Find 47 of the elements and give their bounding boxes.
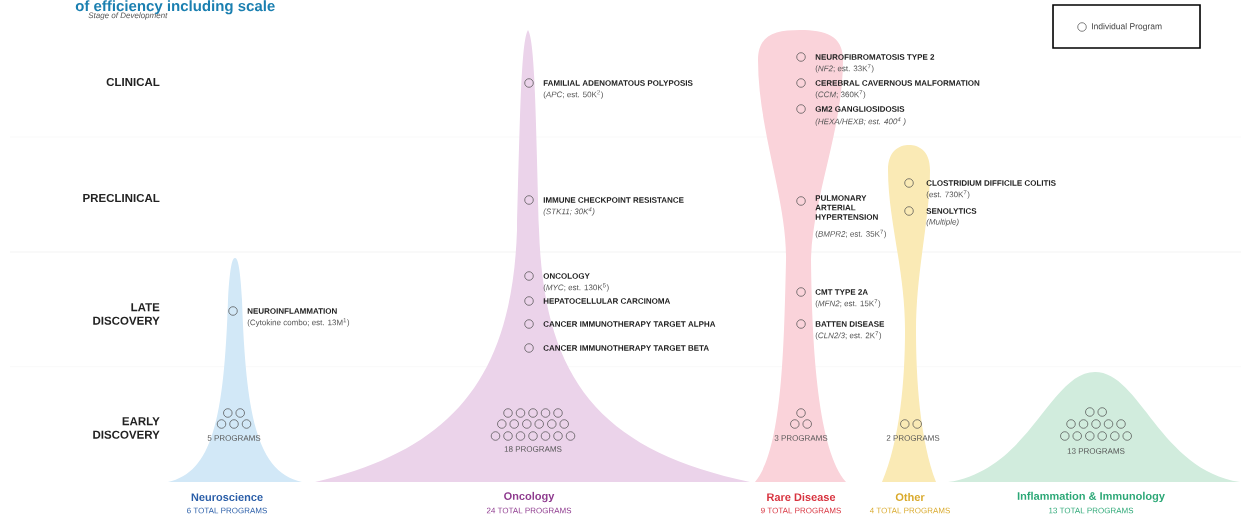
program-name: CEREBRAL CAVERNOUS MALFORMATION	[815, 80, 980, 86]
program-name: ONCOLOGY	[543, 273, 590, 279]
program-name: GM2 GANGLIOSIDOSIS	[815, 106, 905, 112]
program-count: 2 PROGRAMS	[886, 435, 940, 441]
program-note: (CLN2/3; est. 2K$^{7}$)	[815, 331, 882, 340]
stage-label: PRECLINICAL	[83, 193, 160, 203]
program-name: SENOLYTICS	[926, 208, 977, 214]
area-label: Neuroscience	[191, 492, 263, 502]
program-count: 3 PROGRAMS	[774, 435, 828, 441]
area-label: Oncology	[504, 491, 555, 503]
program-note: (MYC; est. 130K$^{5}$)	[543, 283, 609, 292]
program-name: NEUROFIBROMATOSIS TYPE 2	[815, 54, 935, 60]
program-name: HEPATOCELLULAR CARCINOMA	[543, 298, 671, 304]
program-name: BATTEN DISEASE	[815, 321, 885, 327]
program-count: 5 PROGRAMS	[207, 435, 261, 441]
program-total: 6 TOTAL PROGRAMS	[187, 507, 267, 514]
program-note: (BMPR2; est. 35K$^{7}$)	[815, 229, 886, 239]
program-name: CLOSTRIDIUM DIFFICILE COLITIS	[926, 180, 1056, 186]
program-name: CANCER IMMUNOTHERAPY TARGET ALPHA	[543, 321, 716, 327]
program-count: 18 PROGRAMS	[504, 446, 562, 452]
stage-label: EARLY DISCOVERY	[93, 417, 160, 439]
program-name: FAMILIAL ADENOMATOUS POLYPOSIS	[543, 80, 693, 86]
program-note: (APC; est. 50K$^{2}$)	[543, 90, 603, 99]
program-note: (STK11; 30K$^{4}$)	[543, 207, 595, 216]
program-note: (MFN2; est. 15K$^{7}$)	[815, 299, 881, 308]
program-note: (HEXA/HEXB; est. 400$^{4}$ )	[815, 117, 906, 126]
program-note: (Cytokine combo; est. 13M$^{1}$)	[247, 318, 350, 327]
stage-label: LATE DISCOVERY	[93, 303, 160, 325]
program-total: 4 TOTAL PROGRAMS	[869, 507, 950, 514]
program-total: 13 TOTAL PROGRAMS	[1049, 507, 1134, 514]
program-count: 13 PROGRAMS	[1067, 448, 1125, 454]
program-total: 9 TOTAL PROGRAMS	[761, 507, 841, 514]
program-name: IMMUNE CHECKPOINT RESISTANCE	[543, 197, 684, 203]
program-name: NEUROINFLAMMATION	[247, 308, 337, 314]
program-name: CMT TYPE 2A	[815, 289, 868, 295]
program-note: (NF2; est. 33K$^{7}$)	[815, 64, 874, 73]
legend-text: Individual Program	[1092, 23, 1162, 31]
area-label: Inflammation & Immunology	[1017, 491, 1165, 503]
program-note: (Multiple)	[926, 218, 959, 227]
program-note: (CCM; 360K$^{7}$)	[815, 90, 866, 99]
program-name: PULMONARY ARTERIAL HYPERTENSION	[815, 195, 878, 220]
program-name: CANCER IMMUNOTHERAPY TARGET BETA	[543, 345, 709, 351]
program-note: (est. 730K$^{7}$)	[926, 190, 970, 199]
stage-label: CLINICAL	[106, 77, 160, 87]
program-total: 24 TOTAL PROGRAMS	[486, 507, 572, 514]
area-label: Other	[895, 492, 925, 502]
area-label: Rare Disease	[767, 492, 836, 502]
